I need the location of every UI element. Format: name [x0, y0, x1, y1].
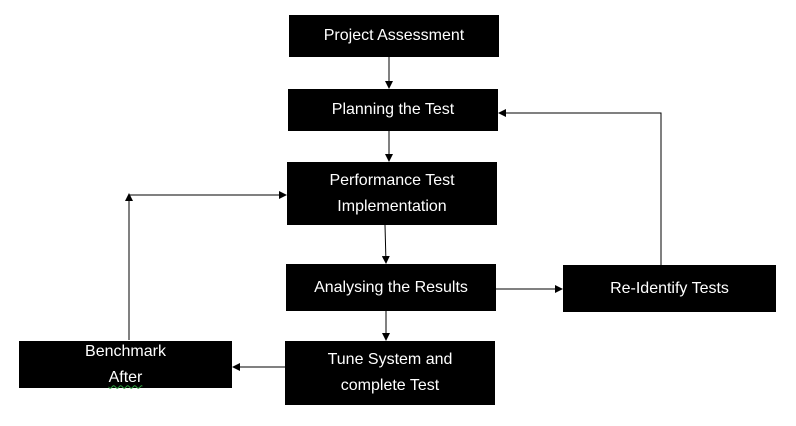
node-re-identify-tests: Re-Identify Tests [563, 265, 776, 312]
tuning-word: Tuning [101, 394, 150, 412]
node-label-line-1: Tune System and [327, 351, 453, 368]
benchmark-word: Benchmark [85, 342, 166, 360]
node-label-line-2: complete Test [340, 377, 440, 394]
node-label: Benchmark After Tuning [85, 313, 166, 417]
node-label: Re-Identify Tests [610, 279, 729, 297]
node-label: Analysing the Results [314, 278, 468, 296]
node-label-line-2: Implementation [337, 197, 447, 215]
node-label: Planning the Test [331, 101, 455, 118]
after-word: After [108, 368, 143, 386]
arrow-implementation-to-analysing [381, 224, 390, 264]
arrow-reidentify-to-planning [498, 109, 662, 265]
node-performance-test-implementation: Performance Test Implementation [287, 162, 497, 225]
node-project-assessment: Project Assessment [289, 15, 499, 57]
node-analysing-the-results: Analysing the Results [286, 264, 496, 311]
node-label: Project Assessment [323, 27, 465, 44]
node-tune-system-complete-test: Tune System and complete Test [285, 341, 495, 405]
node-planning-the-test: Planning the Test [288, 89, 498, 131]
node-label-line-1: Performance Test [329, 171, 455, 189]
node-benchmark-after-tuning: Benchmark After Tuning [19, 341, 232, 412]
